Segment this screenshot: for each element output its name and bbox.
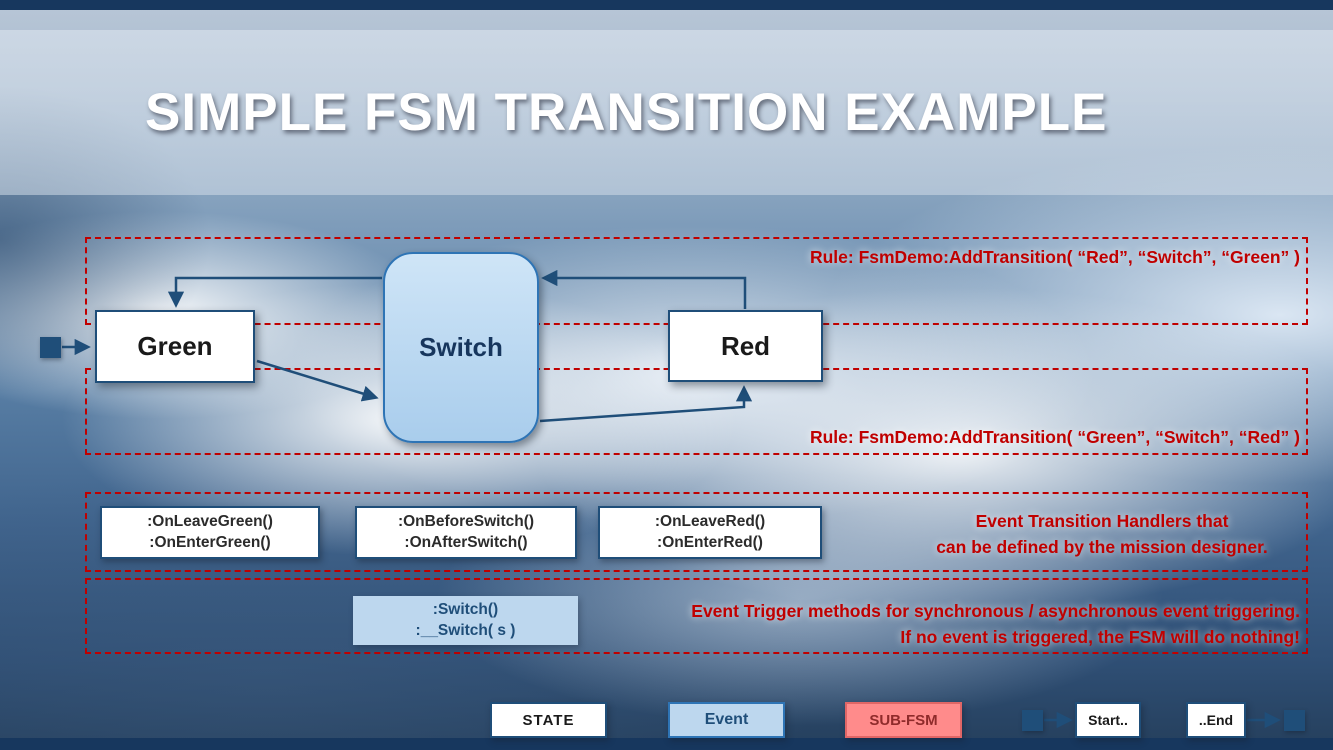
- legend-state-box: STATE: [490, 702, 607, 738]
- handler-red-line2: :OnEnterRed(): [657, 534, 763, 551]
- legend-end-marker: [1284, 710, 1305, 731]
- handlers-note: Event Transition Handlers that can be de…: [907, 508, 1297, 560]
- legend-start-box: Start..: [1075, 702, 1141, 738]
- legend-event-box: Event: [668, 702, 785, 738]
- state-red-label: Red: [720, 330, 771, 361]
- triggers-section-box: [85, 578, 1308, 654]
- top-bar: [0, 0, 1333, 10]
- handlers-note-line2: can be defined by the mission designer.: [936, 537, 1268, 557]
- legend-event-label: Event: [704, 711, 749, 728]
- rule-top-text: Rule: FsmDemo:AddTransition( “Red”, “Swi…: [809, 247, 1300, 267]
- start-marker: [40, 337, 61, 358]
- page-title: SIMPLE FSM TRANSITION EXAMPLE: [145, 83, 1108, 142]
- state-green-label: Green: [137, 331, 213, 361]
- bottom-bar: [0, 738, 1333, 750]
- handler-switch-box: :OnBeforeSwitch() :OnAfterSwitch(): [355, 506, 577, 559]
- legend-subfsm-label: SUB-FSM: [869, 711, 938, 729]
- state-green-box: Green: [95, 310, 255, 383]
- legend-end-label: ..End: [1198, 712, 1234, 728]
- triggers-note-line2: If no event is triggered, the FSM will d…: [900, 627, 1300, 647]
- legend-start-label: Start..: [1088, 712, 1128, 728]
- legend-end-box: ..End: [1186, 702, 1246, 738]
- legend-state-label: STATE: [522, 711, 575, 729]
- title-band: SIMPLE FSM TRANSITION EXAMPLE: [0, 30, 1333, 195]
- event-switch-label: Switch: [419, 332, 503, 362]
- triggers-note-line1: Event Trigger methods for synchronous / …: [691, 601, 1300, 621]
- trigger-line1: :Switch(): [432, 601, 499, 618]
- event-switch-box: Switch: [383, 252, 539, 443]
- rule-bottom-text: Rule: FsmDemo:AddTransition( “Green”, “S…: [809, 427, 1300, 447]
- handler-green-box: :OnLeaveGreen() :OnEnterGreen(): [100, 506, 320, 559]
- legend-subfsm-box: SUB-FSM: [845, 702, 962, 738]
- trigger-methods-box: :Switch() :__Switch( s ): [353, 596, 578, 645]
- handlers-note-line1: Event Transition Handlers that: [975, 511, 1229, 531]
- handler-green-line2: :OnEnterGreen(): [149, 534, 271, 551]
- trigger-line2: :__Switch( s ): [415, 622, 516, 639]
- handlers-section-box: [85, 492, 1308, 572]
- state-red-box: Red: [668, 310, 823, 382]
- legend-start-marker: [1022, 710, 1043, 731]
- triggers-note: Event Trigger methods for synchronous / …: [691, 598, 1300, 650]
- handler-switch-line2: :OnAfterSwitch(): [404, 534, 528, 551]
- handler-switch-line1: :OnBeforeSwitch(): [397, 513, 535, 530]
- handler-green-line1: :OnLeaveGreen(): [147, 513, 273, 530]
- handler-red-box: :OnLeaveRed() :OnEnterRed(): [598, 506, 822, 559]
- handler-red-line1: :OnLeaveRed(): [654, 513, 766, 530]
